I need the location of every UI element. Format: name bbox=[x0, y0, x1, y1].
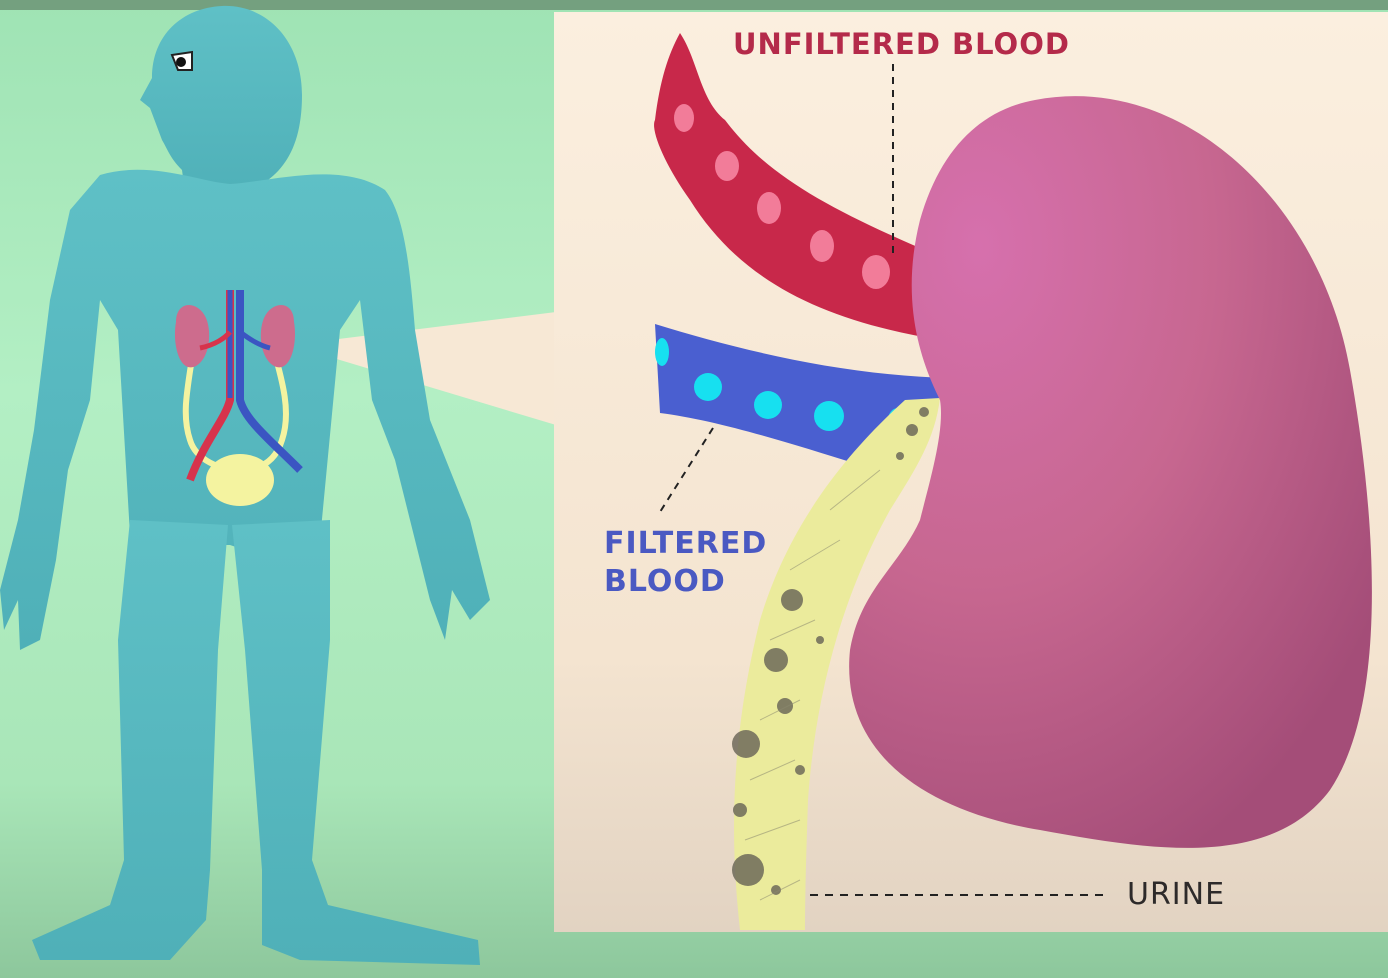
mini-urinary-system-icon bbox=[174, 290, 303, 506]
magnification-wedge bbox=[290, 312, 556, 425]
urine-tube bbox=[732, 398, 940, 930]
unfiltered-blood-label: UNFILTERED BLOOD bbox=[733, 27, 1070, 61]
filtered-blood-label-line1: FILTERED bbox=[604, 526, 768, 561]
filtered-blood-label: FILTERED BLOOD bbox=[604, 525, 767, 600]
filtered-blood-label-line2: BLOOD bbox=[604, 563, 726, 599]
filtered-blood-leader-line bbox=[659, 427, 714, 513]
kidney-icon bbox=[849, 96, 1372, 848]
unfiltered-blood-vessel bbox=[654, 33, 960, 340]
top-stripe bbox=[0, 0, 1388, 10]
urine-label: URINE bbox=[1127, 877, 1226, 912]
